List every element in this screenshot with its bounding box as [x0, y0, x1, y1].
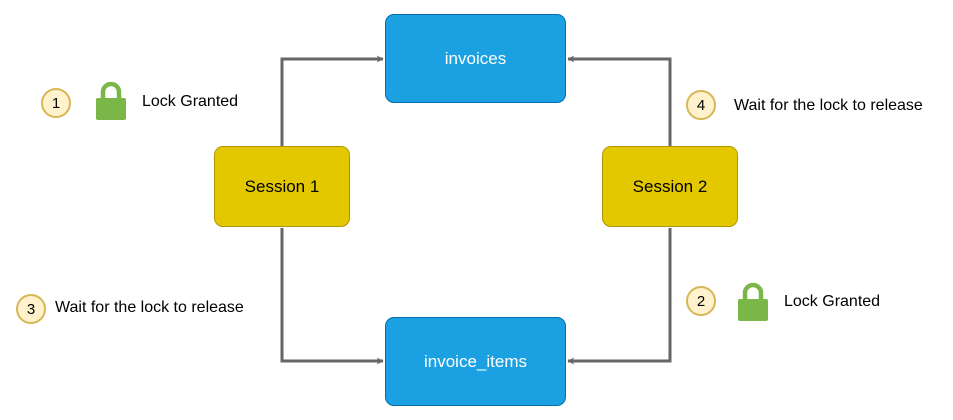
arrow-session2-to-invoices	[567, 55, 672, 146]
step-3-number: 3	[26, 300, 36, 318]
step-3-text: Wait for the lock to release	[55, 299, 244, 316]
step-2-badge: 2	[686, 286, 716, 316]
step-1-badge: 1	[41, 88, 71, 118]
invoice-items-table-label: invoice_items	[424, 351, 527, 371]
padlock-icon	[738, 282, 768, 321]
arrow-session1-to-invoices	[280, 55, 384, 146]
session-2-box: Session 2	[602, 146, 738, 227]
arrow-session1-to-invoice-items	[280, 228, 384, 365]
invoices-table-box: invoices	[385, 14, 566, 103]
step-4-number: 4	[696, 96, 706, 114]
session-2-label: Session 2	[632, 176, 708, 196]
step-3-badge: 3	[16, 294, 46, 324]
padlock-icon	[96, 81, 126, 120]
step-2-number: 2	[696, 292, 706, 310]
session-1-box: Session 1	[214, 146, 350, 227]
invoice-items-table-box: invoice_items	[385, 317, 566, 406]
step-4-text: Wait for the lock to release	[734, 97, 923, 114]
step-4-badge: 4	[686, 90, 716, 120]
step-2-text: Lock Granted	[784, 293, 881, 310]
invoices-table-label: invoices	[444, 48, 507, 68]
arrow-session2-to-invoice-items	[567, 228, 672, 365]
session-1-label: Session 1	[244, 176, 320, 196]
step-1-number: 1	[51, 94, 61, 112]
step-1-text: Lock Granted	[142, 93, 239, 110]
